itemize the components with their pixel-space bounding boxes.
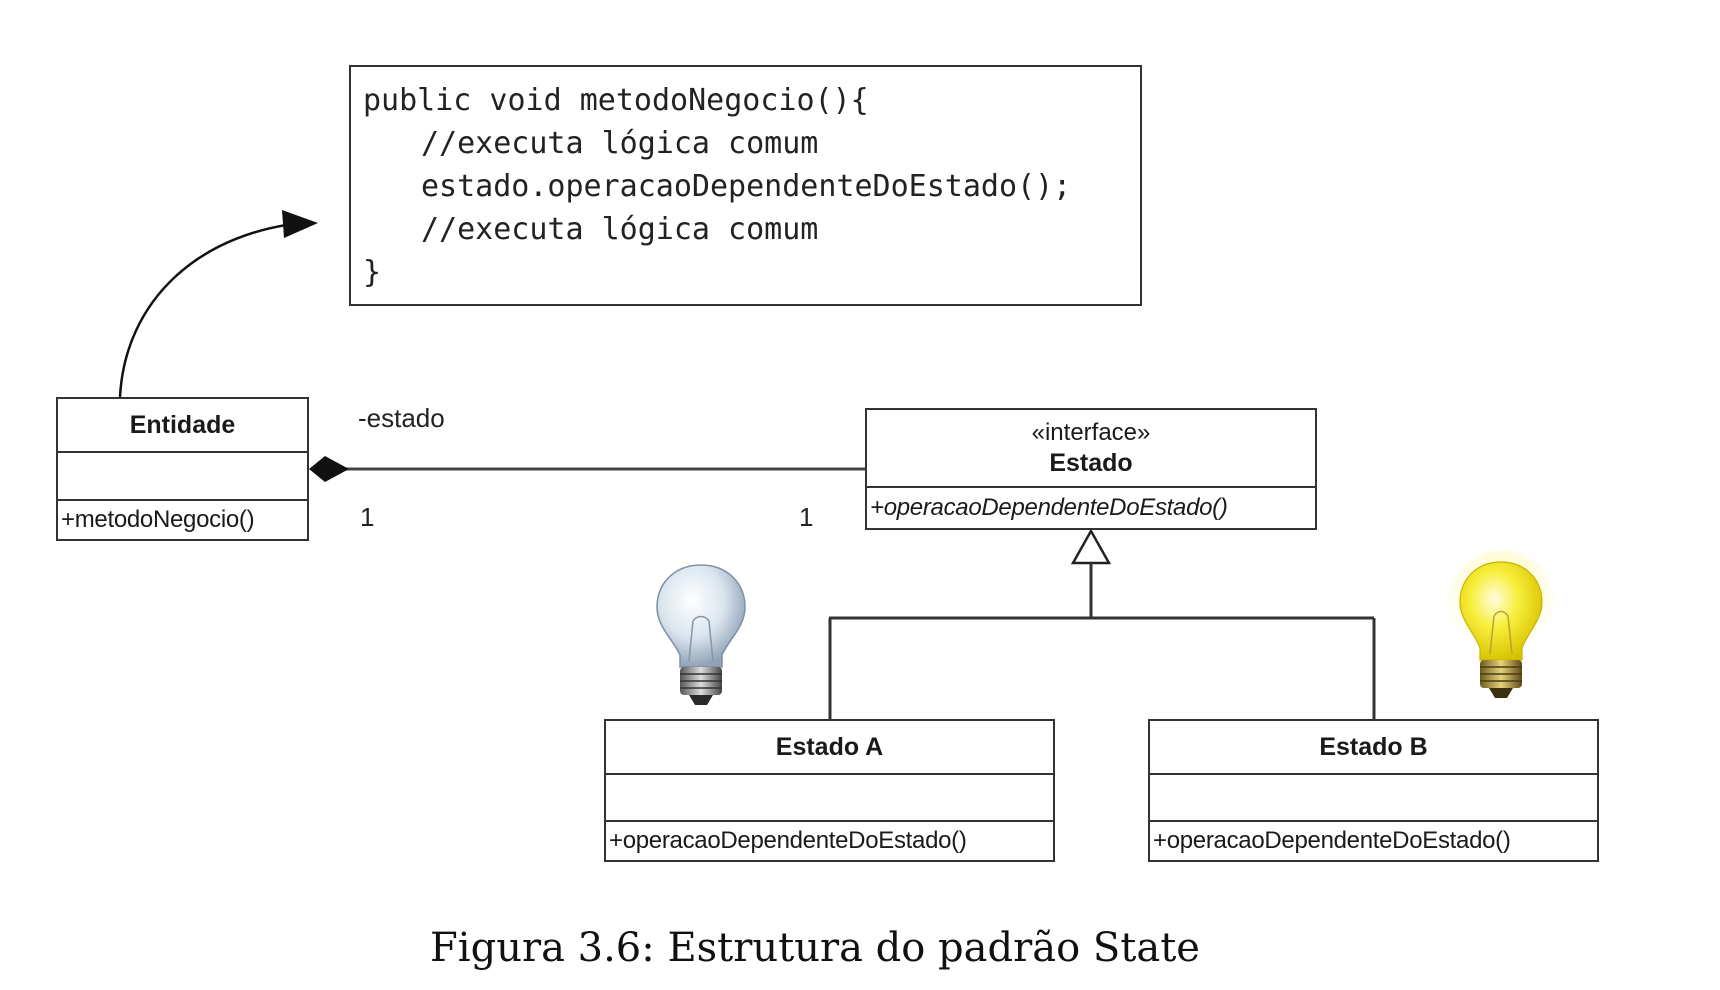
class-name: Estado A [775,732,884,761]
figure-caption: Figura 3.6: Estrutura do padrão State [430,925,1200,971]
class-entidade: Entidade +metodoNegocio() [56,397,309,541]
class-operation: +metodoNegocio() [58,499,307,539]
class-estado-a: Estado A +operacaoDependenteDoEstado() [604,719,1055,862]
class-name: Estado [1049,449,1133,477]
stereotype-label: «interface» [1031,419,1151,446]
composition-diamond [309,456,349,482]
interface-estado: «interface» Estado +operacaoDependenteDo… [865,408,1317,530]
multiplicity-left: 1 [360,502,375,532]
code-note: public void metodoNegocio(){ //executa l… [349,65,1142,306]
class-attributes [58,451,307,499]
class-attributes [1150,773,1597,820]
note-arrow [118,220,313,398]
code-line: estado.operacaoDependenteDoEstado(); [421,169,1072,204]
interface-header: «interface» Estado [867,410,1315,486]
note-arrowhead [282,210,318,238]
class-operation: +operacaoDependenteDoEstado() [1150,820,1597,860]
class-operation: +operacaoDependenteDoEstado() [606,820,1053,860]
lightbulb-on-icon [1446,550,1556,698]
association-role-label: -estado [358,403,445,433]
code-line: public void metodoNegocio(){ [363,83,869,118]
class-estado-b: Estado B +operacaoDependenteDoEstado() [1148,719,1599,862]
generalization-triangle [1070,528,1112,565]
code-line: //executa lógica comum [421,126,819,161]
multiplicity-right: 1 [799,502,814,532]
lightbulb-off-icon [656,564,746,705]
class-name: Entidade [129,410,236,439]
code-line: //executa lógica comum [421,212,819,247]
code-line: } [363,255,382,290]
class-operation: +operacaoDependenteDoEstado() [867,486,1315,528]
class-attributes [606,773,1053,820]
class-name: Estado B [1319,732,1428,761]
